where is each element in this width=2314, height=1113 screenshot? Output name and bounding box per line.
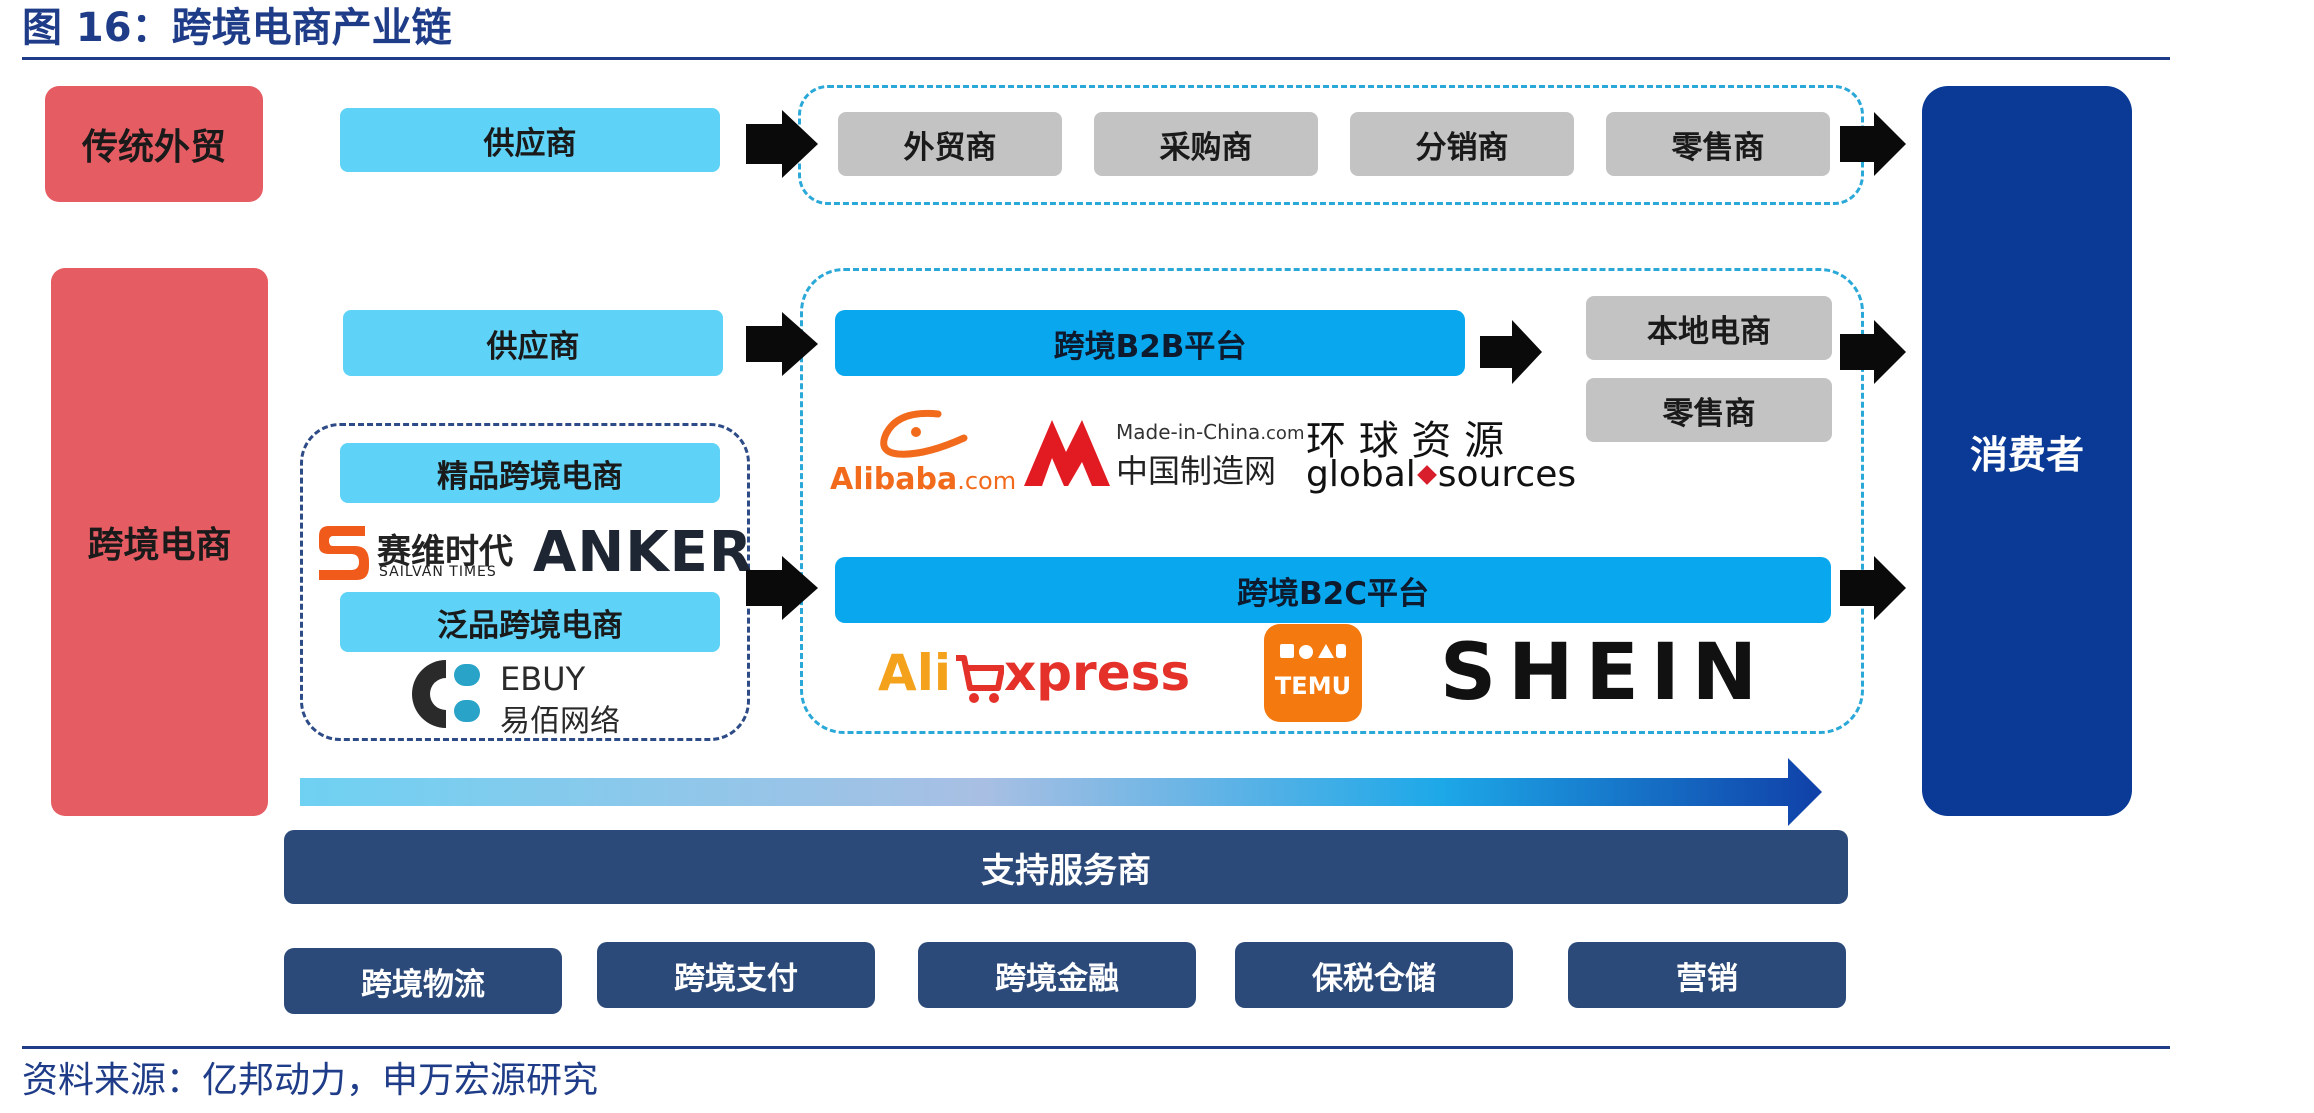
source-rule xyxy=(22,1046,2170,1049)
temu-text: TEMU xyxy=(1274,672,1352,700)
traditional-supplier-box: 供应商 xyxy=(340,108,720,172)
arrow-local-consumer xyxy=(1840,320,1906,384)
sailvan-en: SAILVAN TIMES xyxy=(379,564,497,580)
chain-box-purchaser: 采购商 xyxy=(1094,112,1318,176)
b2b-platform-box: 跨境B2B平台 xyxy=(835,310,1465,376)
b2c-platform-box: 跨境B2C平台 xyxy=(835,557,1831,623)
mic-m-icon xyxy=(1024,420,1110,486)
gradient-flow-arrow xyxy=(300,758,1822,826)
arrow-traditional-supplier xyxy=(746,110,818,178)
ebuy-mark-icon xyxy=(412,658,492,730)
arrow-sellers-b2c xyxy=(746,556,818,620)
crossborder-ecommerce-box: 跨境电商 xyxy=(51,268,268,816)
local-ecommerce-box: 本地电商 xyxy=(1586,296,1832,360)
arrow-traditional-consumer xyxy=(1840,112,1906,176)
local-retailer-box: 零售商 xyxy=(1586,378,1832,442)
alibaba-text: Alibaba.com xyxy=(830,462,1017,497)
gs-cn: 环 球 资 源 xyxy=(1306,418,1505,464)
support-item-marketing: 营销 xyxy=(1568,942,1846,1008)
aliexpress-ali: Ali xyxy=(878,644,951,702)
arrow-b2c-consumer xyxy=(1840,556,1906,620)
support-item-logistics: 跨境物流 xyxy=(284,948,562,1014)
mic-en: Made-in-China.com xyxy=(1116,420,1305,444)
aliexpress-logo: Ali xpress xyxy=(878,640,1190,710)
premium-seller-box: 精品跨境电商 xyxy=(340,443,720,503)
support-item-payment: 跨境支付 xyxy=(597,942,875,1008)
sailvan-s-icon xyxy=(319,526,369,580)
support-services-bar: 支持服务商 xyxy=(284,830,1848,904)
anker-logo: ANKER xyxy=(533,520,753,585)
consumer-box: 消费者 xyxy=(1922,86,2132,816)
crossborder-supplier-box: 供应商 xyxy=(343,310,723,376)
platform-group xyxy=(800,268,1864,734)
temu-icons xyxy=(1280,644,1346,659)
temu-logo: TEMU xyxy=(1264,624,1362,722)
support-item-finance: 跨境金融 xyxy=(918,942,1196,1008)
ebuy-en: EBUY xyxy=(500,660,586,698)
general-seller-box: 泛品跨境电商 xyxy=(340,592,720,652)
cart-icon xyxy=(956,655,1004,703)
aliexpress-xpress: xpress xyxy=(1004,644,1191,702)
chain-box-retailer: 零售商 xyxy=(1606,112,1830,176)
traditional-trade-box: 传统外贸 xyxy=(45,86,263,202)
made-in-china-logo: Made-in-China.com 中国制造网 xyxy=(1022,412,1305,498)
source-note: 资料来源：亿邦动力，申万宏源研究 xyxy=(22,1060,599,1101)
title-rule xyxy=(22,57,2170,60)
figure-title: 图 16：跨境电商产业链 xyxy=(22,5,452,51)
alibaba-logo: Alibaba.com xyxy=(828,408,1028,500)
sailvan-cn: 赛维时代 xyxy=(377,532,513,572)
ebuy-logo: EBUY 易佰网络 xyxy=(410,654,650,739)
shein-logo: SHEIN xyxy=(1440,628,1770,718)
arrow-supplier-b2b xyxy=(746,312,818,376)
sailvan-logo: 赛维时代 SAILVAN TIMES xyxy=(315,522,535,584)
arrow-b2b-local xyxy=(1480,320,1542,384)
mic-cn: 中国制造网 xyxy=(1116,452,1277,490)
chain-box-distributor: 分销商 xyxy=(1350,112,1574,176)
chain-box-trader: 外贸商 xyxy=(838,112,1062,176)
alibaba-smile-icon xyxy=(880,409,968,458)
support-item-bonded-warehouse: 保税仓储 xyxy=(1235,942,1513,1008)
ebuy-cn: 易佰网络 xyxy=(500,704,620,739)
